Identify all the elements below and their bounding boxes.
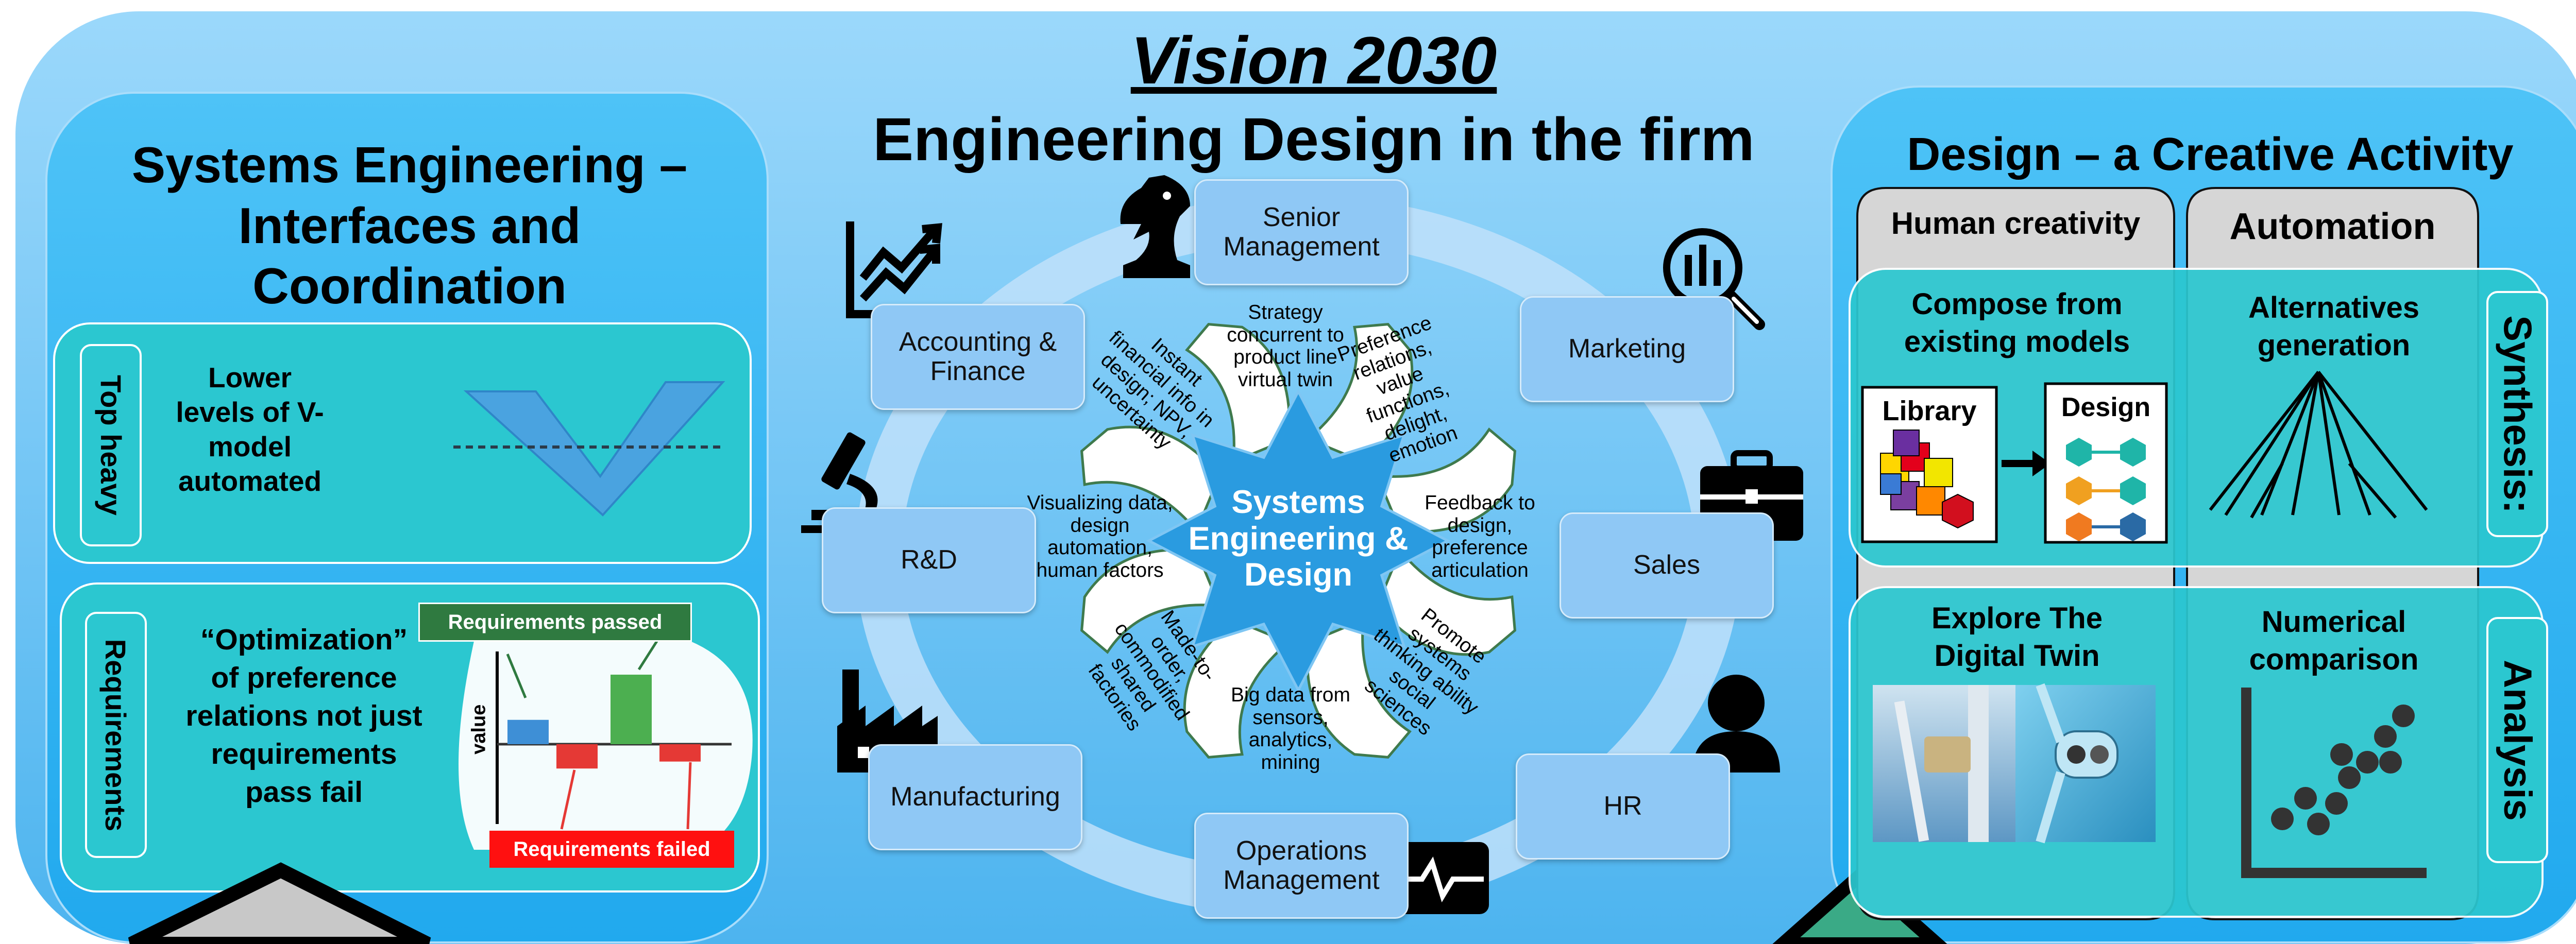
chart-bar (507, 719, 549, 744)
requirements-chart (496, 640, 732, 830)
department-hr: HR (1516, 753, 1730, 860)
library-image (1861, 386, 1998, 543)
passed-leader-line (506, 654, 527, 698)
synthesis-label: Synthesis: (2486, 291, 2548, 537)
department-senior-management: Senior Management (1194, 179, 1409, 285)
chess-knight-icon (1120, 175, 1190, 278)
arrow-text-strategy: Strategy concurrent to product line virt… (1227, 301, 1344, 391)
hub-star (1146, 388, 1451, 693)
department-accounting-finance: Accounting & Finance (871, 304, 1085, 410)
failed-leader-line (560, 769, 576, 830)
numerical-text: Numerical comparison (2249, 605, 2419, 676)
flow-arrow (1185, 322, 1291, 464)
right-panel-title: Design – a Creative Activity (1907, 129, 2514, 180)
arrow-text-big-data: Big data from sensors, analytics, mining (1231, 684, 1350, 774)
flow-arrow (1375, 427, 1517, 534)
failed-leader-line (686, 762, 692, 830)
column-header-automation: Automation (2229, 206, 2436, 247)
flow-arrow (1376, 548, 1517, 656)
library-label: Library (1882, 396, 1977, 426)
v-model-graphic (453, 381, 725, 517)
department-manufacturing: Manufacturing (868, 744, 1082, 850)
flow-arrows (1080, 322, 1517, 759)
passed-leader-line (637, 640, 658, 671)
compose-text: Compose from existing models (1904, 287, 2130, 358)
flow-arrow (1183, 618, 1291, 759)
department-sales: Sales (1560, 512, 1774, 619)
top-heavy-text: Lower levels of V-model automated (176, 362, 324, 497)
department-rnd: R&D (822, 507, 1036, 613)
requirements-failed-tag: Requirements failed (489, 831, 734, 868)
scatter-plot-icon (2241, 688, 2427, 878)
top-heavy-box (53, 322, 752, 564)
explore-text: Explore The Digital Twin (1931, 602, 2103, 673)
requirements-passed-tag: Requirements passed (418, 603, 692, 642)
chart-bar (556, 744, 598, 769)
flow-arrow (1306, 617, 1412, 759)
arrow-right-icon (2002, 451, 2050, 476)
arrow-text-feedback: Feedback to design, preference articulat… (1425, 492, 1535, 582)
flow-arrow (1080, 425, 1221, 534)
bottom-left-triangle (128, 862, 431, 944)
hub-label: Systems Engineering & Design (1188, 484, 1409, 593)
flow-arrow (1306, 322, 1414, 464)
alternatives-tree-icon (2209, 371, 2428, 519)
column-header-human-creativity: Human creativity (1891, 206, 2141, 241)
heartbeat-monitor-icon (1391, 842, 1489, 914)
requirements-text: “Optimization” of preference relations n… (185, 623, 422, 809)
design-image (2044, 382, 2168, 544)
department-operations-management: Operations Management (1194, 813, 1409, 919)
chart-y-label: value (468, 704, 490, 754)
alternatives-text: Alternatives generation (2248, 291, 2420, 362)
left-panel-title: Systems Engineering – Interfaces and Coo… (131, 136, 688, 315)
chart-bar (611, 675, 652, 744)
flow-arrow (1080, 548, 1222, 654)
analysis-label: Analysis (2486, 617, 2548, 863)
digital-twin-image (1873, 683, 2156, 844)
chart-bar (659, 744, 701, 762)
engineering-design-subtitle: Engineering Design in the firm (873, 106, 1755, 174)
vision-title: Vision 2030 (1130, 23, 1497, 98)
top-heavy-label: Top heavy (80, 344, 142, 546)
requirements-label: Requirements (85, 612, 147, 858)
department-marketing: Marketing (1520, 296, 1734, 402)
arrow-text-visualizing: Visualizing data, design automation, hum… (1027, 492, 1173, 582)
design-label: Design (2061, 392, 2151, 422)
